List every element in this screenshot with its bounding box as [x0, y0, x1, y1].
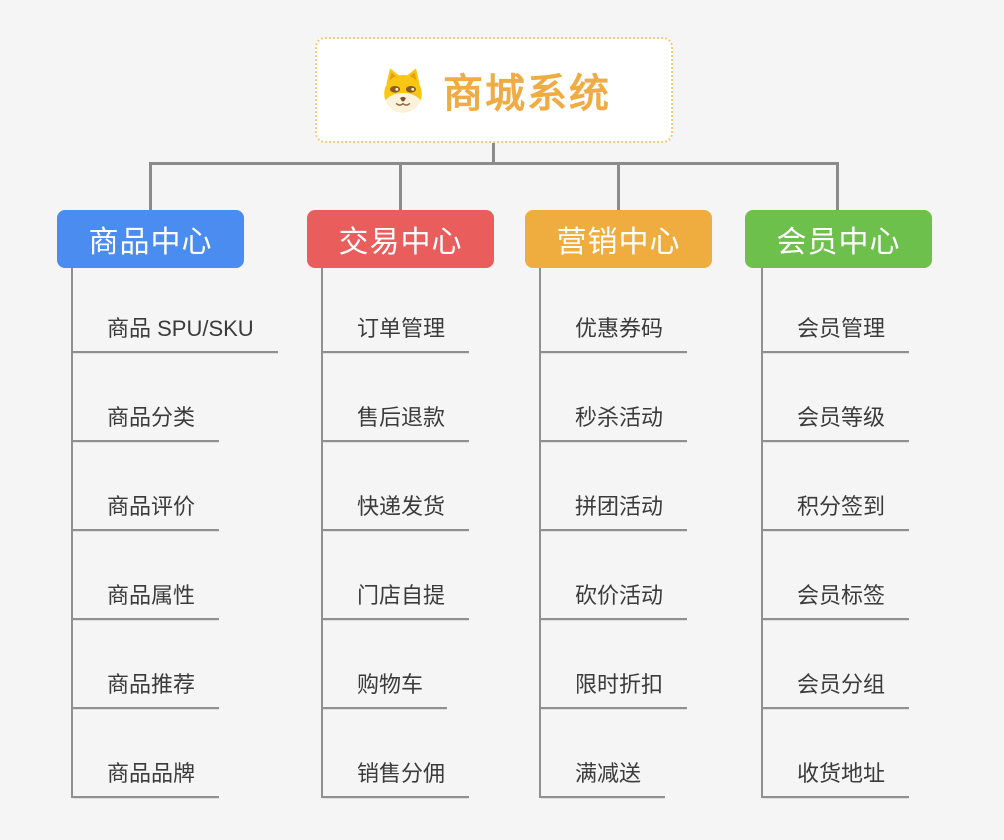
sub-item[interactable]: 售后退款	[323, 353, 470, 442]
sub-item-label: 拼团活动	[541, 489, 688, 531]
sub-item-label: 会员等级	[763, 400, 910, 442]
branch-items-marketing-center: 优惠券码 秒杀活动 拼团活动 砍价活动 限时折扣 满减送	[539, 268, 688, 798]
sub-item-label: 砍价活动	[541, 578, 688, 620]
branch-node-marketing-center[interactable]: 营销中心	[525, 210, 712, 268]
sub-item[interactable]: 门店自提	[323, 531, 470, 620]
sub-item-label: 会员分组	[763, 667, 910, 709]
sub-item[interactable]: 商品分类	[73, 353, 278, 442]
branch-items-member-center: 会员管理 会员等级 积分签到 会员标签 会员分组 收货地址	[761, 268, 910, 798]
connector-drop-product	[149, 162, 152, 210]
sub-item-label: 售后退款	[323, 400, 470, 442]
sub-item[interactable]: 商品推荐	[73, 620, 278, 709]
sub-item-label: 优惠券码	[541, 311, 688, 353]
sub-item-label: 商品推荐	[73, 667, 220, 709]
branch-node-product-center[interactable]: 商品中心	[57, 210, 244, 268]
sub-item-label: 门店自提	[323, 578, 470, 620]
branch-items-product-center: 商品 SPU/SKU 商品分类 商品评价 商品属性 商品推荐 商品品牌	[71, 268, 278, 798]
connector-drop-member	[836, 162, 839, 210]
sub-item[interactable]: 会员标签	[763, 531, 910, 620]
sub-item[interactable]: 订单管理	[323, 268, 470, 353]
sub-item[interactable]: 商品品牌	[73, 709, 278, 798]
sub-item[interactable]: 拼团活动	[541, 442, 688, 531]
sub-item-label: 快递发货	[323, 489, 470, 531]
sub-item-label: 会员标签	[763, 578, 910, 620]
sub-item-label: 商品属性	[73, 578, 220, 620]
sub-item-label: 满减送	[541, 756, 666, 798]
connector-root-drop	[492, 143, 495, 164]
sub-item[interactable]: 会员管理	[763, 268, 910, 353]
sub-item[interactable]: 商品评价	[73, 442, 278, 531]
branch-items-trade-center: 订单管理 售后退款 快递发货 门店自提 购物车 销售分佣	[321, 268, 470, 798]
sub-item[interactable]: 砍价活动	[541, 531, 688, 620]
sub-item[interactable]: 商品 SPU/SKU	[73, 268, 278, 353]
dog-face-icon	[384, 68, 422, 113]
sub-item-label: 订单管理	[323, 311, 470, 353]
sub-item-label: 商品评价	[73, 489, 220, 531]
sub-item[interactable]: 商品属性	[73, 531, 278, 620]
sub-item-label: 积分签到	[763, 489, 910, 531]
connector-drop-marketing	[617, 162, 620, 210]
sub-item-label: 商品品牌	[73, 756, 220, 798]
sub-item-label: 收货地址	[763, 756, 910, 798]
sub-item[interactable]: 积分签到	[763, 442, 910, 531]
branch-node-member-center[interactable]: 会员中心	[745, 210, 932, 268]
sub-item[interactable]: 满减送	[541, 709, 687, 798]
sub-item-label: 限时折扣	[541, 667, 688, 709]
sub-item-label: 会员管理	[763, 311, 910, 353]
sub-item[interactable]: 限时折扣	[541, 620, 688, 709]
connector-bus	[149, 162, 839, 165]
sub-item[interactable]: 销售分佣	[323, 709, 470, 798]
sub-item-label: 商品 SPU/SKU	[73, 311, 278, 353]
sub-item[interactable]: 会员等级	[763, 353, 910, 442]
sub-item[interactable]: 快递发货	[323, 442, 470, 531]
root-title: 商城系统	[443, 72, 611, 116]
sub-item[interactable]: 购物车	[323, 620, 469, 709]
sub-item-label: 商品分类	[73, 400, 220, 442]
sub-item[interactable]: 秒杀活动	[541, 353, 688, 442]
connector-drop-trade	[399, 162, 402, 210]
sub-item-label: 购物车	[323, 667, 448, 709]
sub-item-label: 秒杀活动	[541, 400, 688, 442]
root-node[interactable]: 商城系统	[315, 37, 673, 143]
sub-item[interactable]: 收货地址	[763, 709, 910, 798]
sub-item[interactable]: 会员分组	[763, 620, 910, 709]
sub-item-label: 销售分佣	[323, 756, 470, 798]
sub-item[interactable]: 优惠券码	[541, 268, 688, 353]
branch-node-trade-center[interactable]: 交易中心	[307, 210, 494, 268]
